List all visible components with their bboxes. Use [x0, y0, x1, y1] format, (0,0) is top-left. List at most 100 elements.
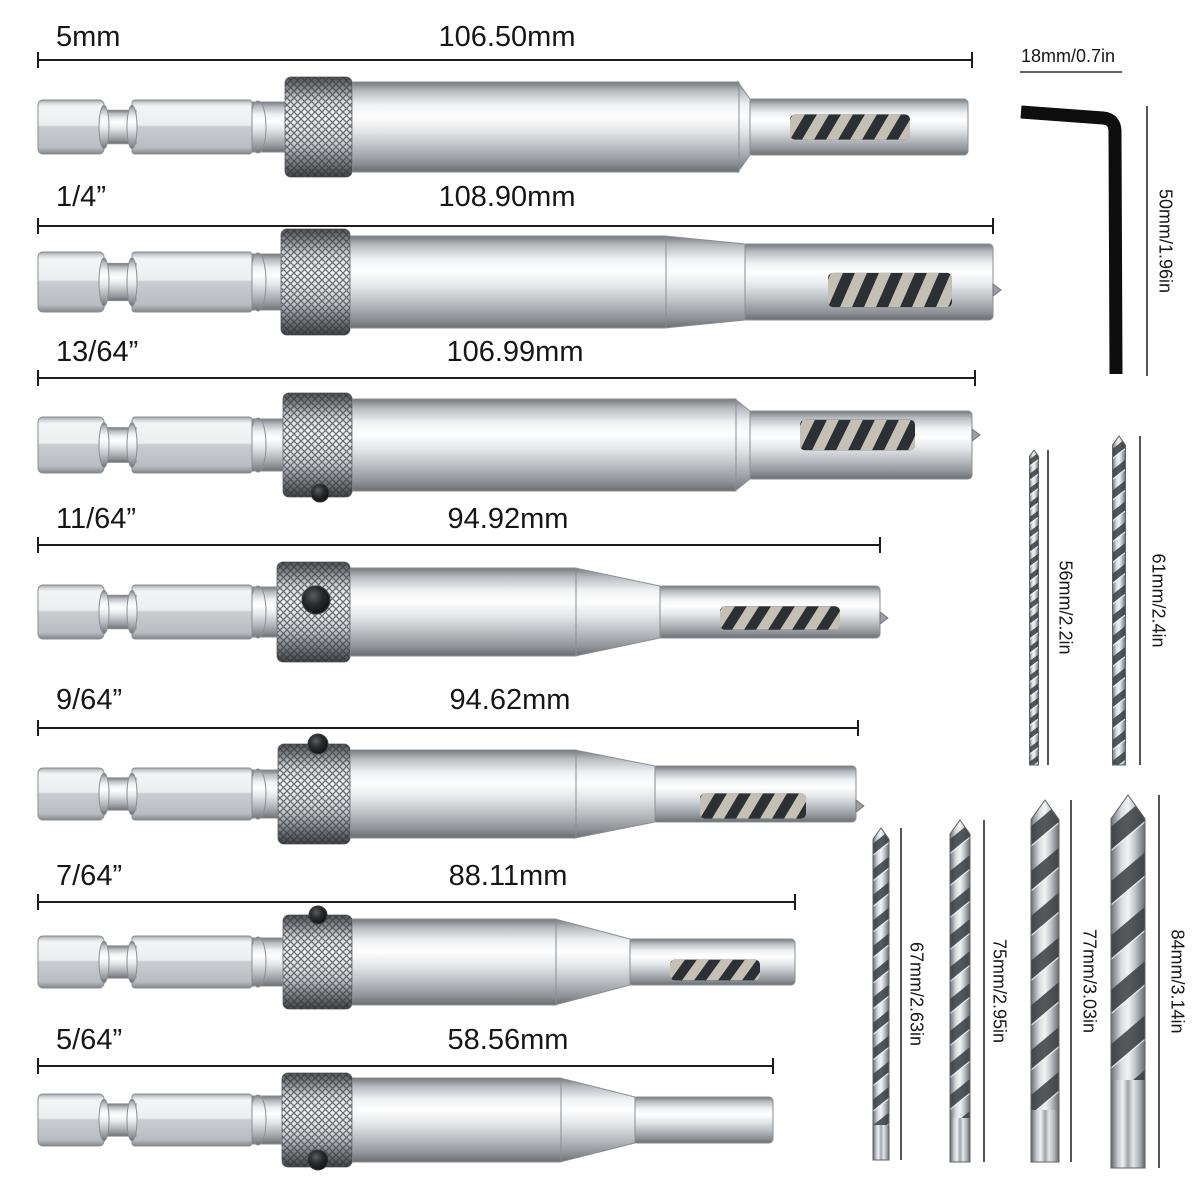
slot-drill-twist [720, 606, 840, 630]
flute [1029, 682, 1039, 697]
twist-band [860, 419, 887, 451]
flute-highlight [950, 835, 970, 855]
flute-highlight [1112, 655, 1126, 668]
groove-edge [98, 257, 110, 307]
groove-edge [98, 940, 110, 984]
bit-body [347, 1077, 562, 1163]
twist-band [700, 793, 715, 819]
drill-shank [1111, 1080, 1145, 1168]
drill-body [1031, 800, 1059, 1162]
flute [950, 918, 970, 950]
hex-shank [131, 416, 253, 474]
flute-highlight [1031, 1045, 1059, 1072]
flute-highlight [1112, 696, 1126, 710]
flute [950, 1014, 970, 1046]
flute [873, 932, 889, 958]
slot-drill-twist [828, 272, 952, 308]
flute [1029, 668, 1039, 683]
countersink-bit-4: 11/64”94.92mm [37, 503, 889, 663]
flute [950, 822, 970, 854]
groove-edge [126, 772, 138, 816]
flute-highlight [1031, 955, 1059, 982]
flute-highlight [1031, 1000, 1059, 1027]
twist-band [720, 606, 735, 630]
pilot-tip [632, 1096, 774, 1144]
hex-shank-end [37, 251, 105, 313]
twist-band [908, 419, 915, 451]
flute-highlight [1029, 588, 1039, 598]
twist-band [790, 114, 805, 140]
flute-highlight [950, 1091, 970, 1111]
flute [1029, 538, 1039, 553]
twist-band [800, 419, 815, 451]
groove-edge [126, 422, 138, 468]
hex-key [1020, 105, 1123, 375]
flute-highlight [950, 963, 970, 983]
hex-shank-end [37, 935, 105, 989]
twist-band [826, 114, 853, 140]
flute-highlight [1112, 717, 1126, 731]
flute-highlight [1029, 631, 1039, 641]
flute-highlight [1029, 516, 1039, 526]
twist-band [812, 419, 839, 451]
flute-highlight [1031, 910, 1059, 938]
flute-highlight [1111, 820, 1145, 852]
hex-shank-end [37, 1093, 105, 1147]
size-label: 9/64” [56, 684, 122, 716]
flute-highlight [1029, 717, 1039, 727]
flute-highlight [1029, 602, 1039, 612]
flute-highlight [1029, 746, 1039, 756]
flute-highlight [1029, 458, 1039, 468]
flute [1112, 646, 1126, 667]
flute-highlight [1111, 983, 1145, 1016]
twist-band [732, 606, 759, 630]
length-label: 77mm/3.03in [1079, 929, 1099, 1033]
twist-band [864, 272, 891, 308]
flute-highlight [1031, 866, 1059, 893]
flute [873, 881, 889, 907]
hex-shank-end [37, 767, 105, 821]
size-label: 7/64” [56, 860, 122, 892]
flute-highlight [1029, 501, 1039, 511]
drill-bit-1: 56mm/2.2in [1029, 449, 1075, 766]
twist-band [760, 793, 787, 819]
knurl-shading [278, 744, 350, 844]
set-screw [308, 905, 328, 925]
flute-highlight [950, 931, 970, 951]
flute-highlight [873, 892, 889, 908]
flute [1112, 583, 1126, 605]
knurl-shading [281, 229, 350, 335]
body-taper [574, 749, 656, 839]
knurl-shading [285, 77, 352, 177]
drill-bit-6: 84mm/3.14in [1110, 794, 1187, 1169]
twist-band [736, 793, 763, 819]
flute-highlight [950, 867, 970, 887]
groove-edge [126, 257, 138, 307]
flute-highlight [950, 899, 970, 919]
drill-shank [950, 1118, 970, 1162]
flute [1112, 521, 1126, 542]
drill-outline [1110, 794, 1146, 1169]
bit-body [345, 749, 577, 839]
flute [1112, 625, 1126, 646]
flute [950, 1078, 970, 1110]
hex-shank [131, 1093, 253, 1147]
drill-flutes [1112, 438, 1126, 765]
set-screw [307, 1149, 329, 1171]
flute [1029, 567, 1039, 582]
flute [1112, 542, 1126, 563]
flute-highlight [1029, 573, 1039, 583]
drill-point [855, 799, 865, 813]
flute [1031, 1070, 1059, 1115]
countersink-bit-3: 13/64”106.99mm [37, 336, 981, 503]
drill-shank [1031, 1110, 1059, 1162]
knurl-shading [283, 915, 352, 1009]
twist-band [706, 959, 733, 981]
flute-highlight [1029, 703, 1039, 713]
flute-highlight [1029, 688, 1039, 699]
flute [1029, 740, 1039, 755]
hex-key-width-label: 18mm/0.7in [1021, 46, 1115, 66]
flute-highlight [873, 994, 889, 1011]
